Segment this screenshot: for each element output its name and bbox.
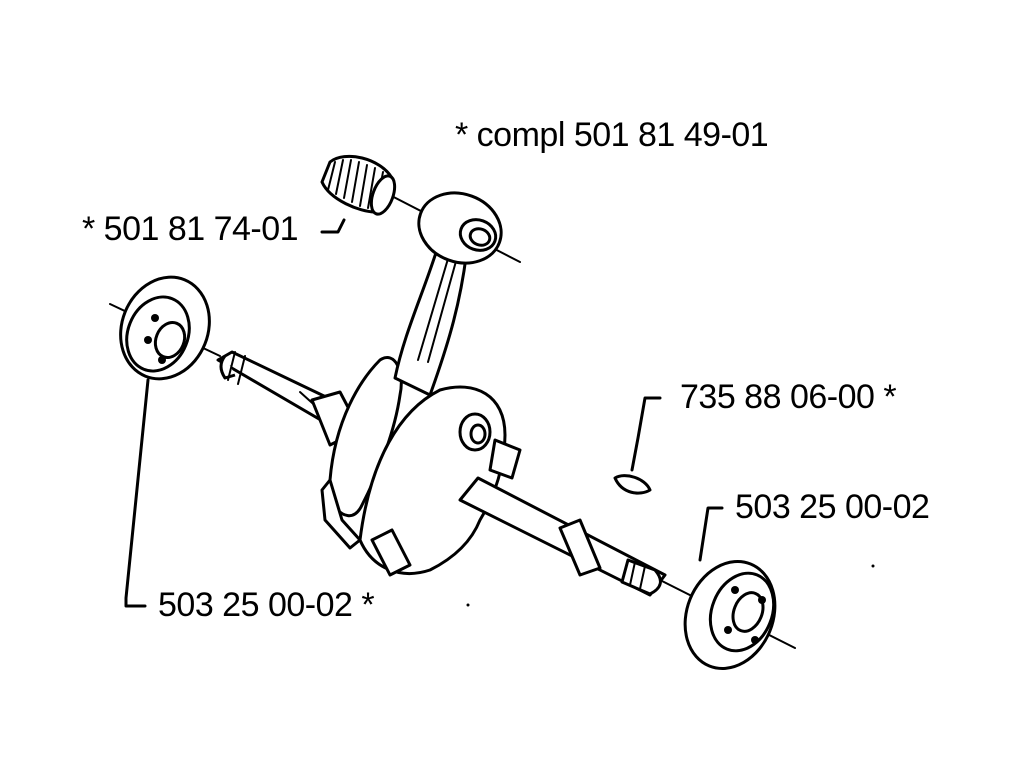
leader-right-bearing: [698, 506, 724, 562]
label-needle-bearing: * 501 81 74-01: [82, 210, 298, 248]
right-ball-bearing: [683, 560, 777, 670]
label-woodruff-key: 735 88 06-00 *: [680, 378, 896, 416]
leader-needle-bearing: [320, 218, 346, 234]
right-crankshaft-journal: [458, 476, 667, 597]
woodruff-key: [613, 474, 652, 495]
label-crankshaft-complete: * compl 501 81 49-01: [455, 116, 768, 154]
label-left-bearing: 503 25 00-02 *: [158, 586, 374, 624]
left-ball-bearing: [119, 275, 211, 381]
needle-bearing: [320, 154, 397, 216]
stray-dot: [466, 603, 470, 607]
leader-woodruff-key: [630, 396, 662, 472]
label-right-bearing: 503 25 00-02: [735, 488, 929, 526]
connecting-rod: [393, 191, 503, 397]
crank-webs: [320, 356, 522, 577]
stray-dot: [871, 564, 875, 568]
leader-left-bearing: [124, 378, 150, 608]
